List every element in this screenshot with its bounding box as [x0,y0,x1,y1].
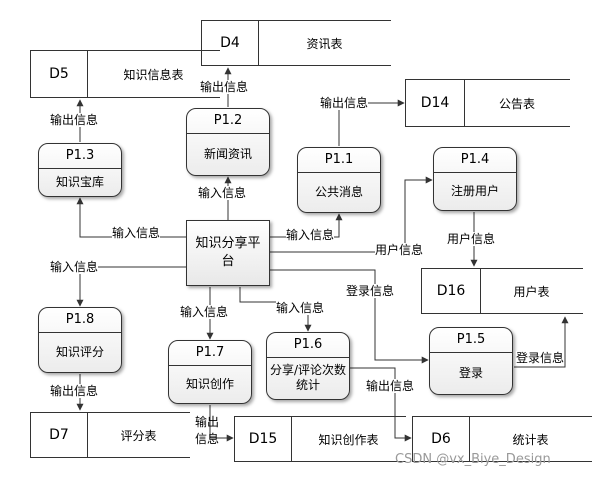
process-p14: P1.4 注册用户 [433,147,517,211]
store-name: 资讯表 [306,36,343,51]
process-p16: P1.6 分享/评论次数统计 [266,332,350,400]
store-id: D7 [31,413,88,457]
label-user-central-p14: 用户信息 [375,243,424,257]
label-input-central-p16: 输入信息 [276,301,325,315]
store-id: D4 [202,21,259,65]
label-output-p11-d14: 输出信息 [320,96,369,110]
label-output-p16-d6: 输出信息 [366,379,415,393]
edge-central-p14 [270,176,433,253]
process-name: 登录 [458,365,483,380]
store-id: D16 [422,269,481,313]
label-output-p18-d7: 输出信息 [50,384,99,398]
store-d6: D6 统计表 [412,416,592,462]
store-id: D6 [413,417,470,461]
process-id: P1.5 [430,328,512,353]
edge-p17-d15 [209,405,234,442]
process-name: 知识创作 [185,376,234,391]
process-p11: P1.1 公共消息 [297,147,381,213]
process-name: 知识宝库 [55,174,104,189]
edge-central-p15 [270,269,429,364]
label-input-central-p18: 输入信息 [50,260,99,274]
process-id: P1.8 [39,308,121,333]
edge-p16-d6 [349,367,412,442]
label-output-p13-d5: 输出信息 [50,113,99,127]
label-input-central-p12: 输入信息 [198,186,247,200]
store-d15: D15 知识创作表 [234,416,406,462]
label-input-central-p13: 输入信息 [112,226,161,240]
process-name: 新闻资讯 [203,146,252,161]
label-input-central-p11: 输入信息 [286,228,335,242]
label-login-p15-d16: 登录信息 [516,351,565,365]
store-d7: D7 评分表 [30,412,190,458]
label-input-central-p17: 输入信息 [180,305,229,319]
central-platform: 知识分享平台 [186,220,270,286]
store-d14: D14 公告表 [405,79,570,127]
store-name: 知识创作表 [318,432,379,447]
store-name: 公告表 [498,96,535,111]
process-p12: P1.2 新闻资讯 [186,108,270,176]
process-name: 分享/评论次数统计 [269,363,347,392]
label-output-p12-d4: 输出信息 [200,80,249,94]
store-name: 用户表 [513,284,550,299]
process-name: 注册用户 [450,183,499,198]
process-name: 公共消息 [314,184,363,199]
process-name: 知识评分 [55,344,104,359]
process-id: P1.1 [298,148,380,173]
label-login-central-p15: 登录信息 [346,284,395,298]
store-name: 统计表 [512,432,549,447]
store-d5: D5 知识信息表 [30,50,220,98]
store-name: 评分表 [120,428,157,443]
store-d16: D16 用户表 [421,268,583,314]
edge-p15-d16 [514,316,569,368]
process-p17: P1.7 知识创作 [168,340,252,404]
label-output-p17-d15: 输出信息 [195,415,220,446]
store-id: D15 [235,417,292,461]
process-id: P1.4 [434,148,516,173]
store-name: 知识信息表 [123,67,184,82]
process-p13: P1.3 知识宝库 [38,143,122,197]
process-id: P1.7 [169,341,251,366]
store-id: D14 [406,80,465,126]
process-p18: P1.8 知识评分 [38,307,122,373]
label-user-p14-d16: 用户信息 [447,232,496,246]
process-id: P1.2 [187,109,269,134]
edge-central-p16 [239,287,312,332]
store-id: D5 [31,51,88,97]
process-p15: P1.5 登录 [429,327,513,395]
process-id: P1.6 [267,333,349,358]
store-d4: D4 资讯表 [201,20,391,66]
process-id: P1.3 [39,144,121,169]
watermark: CSDN @vx_Biye_Design [395,452,551,467]
